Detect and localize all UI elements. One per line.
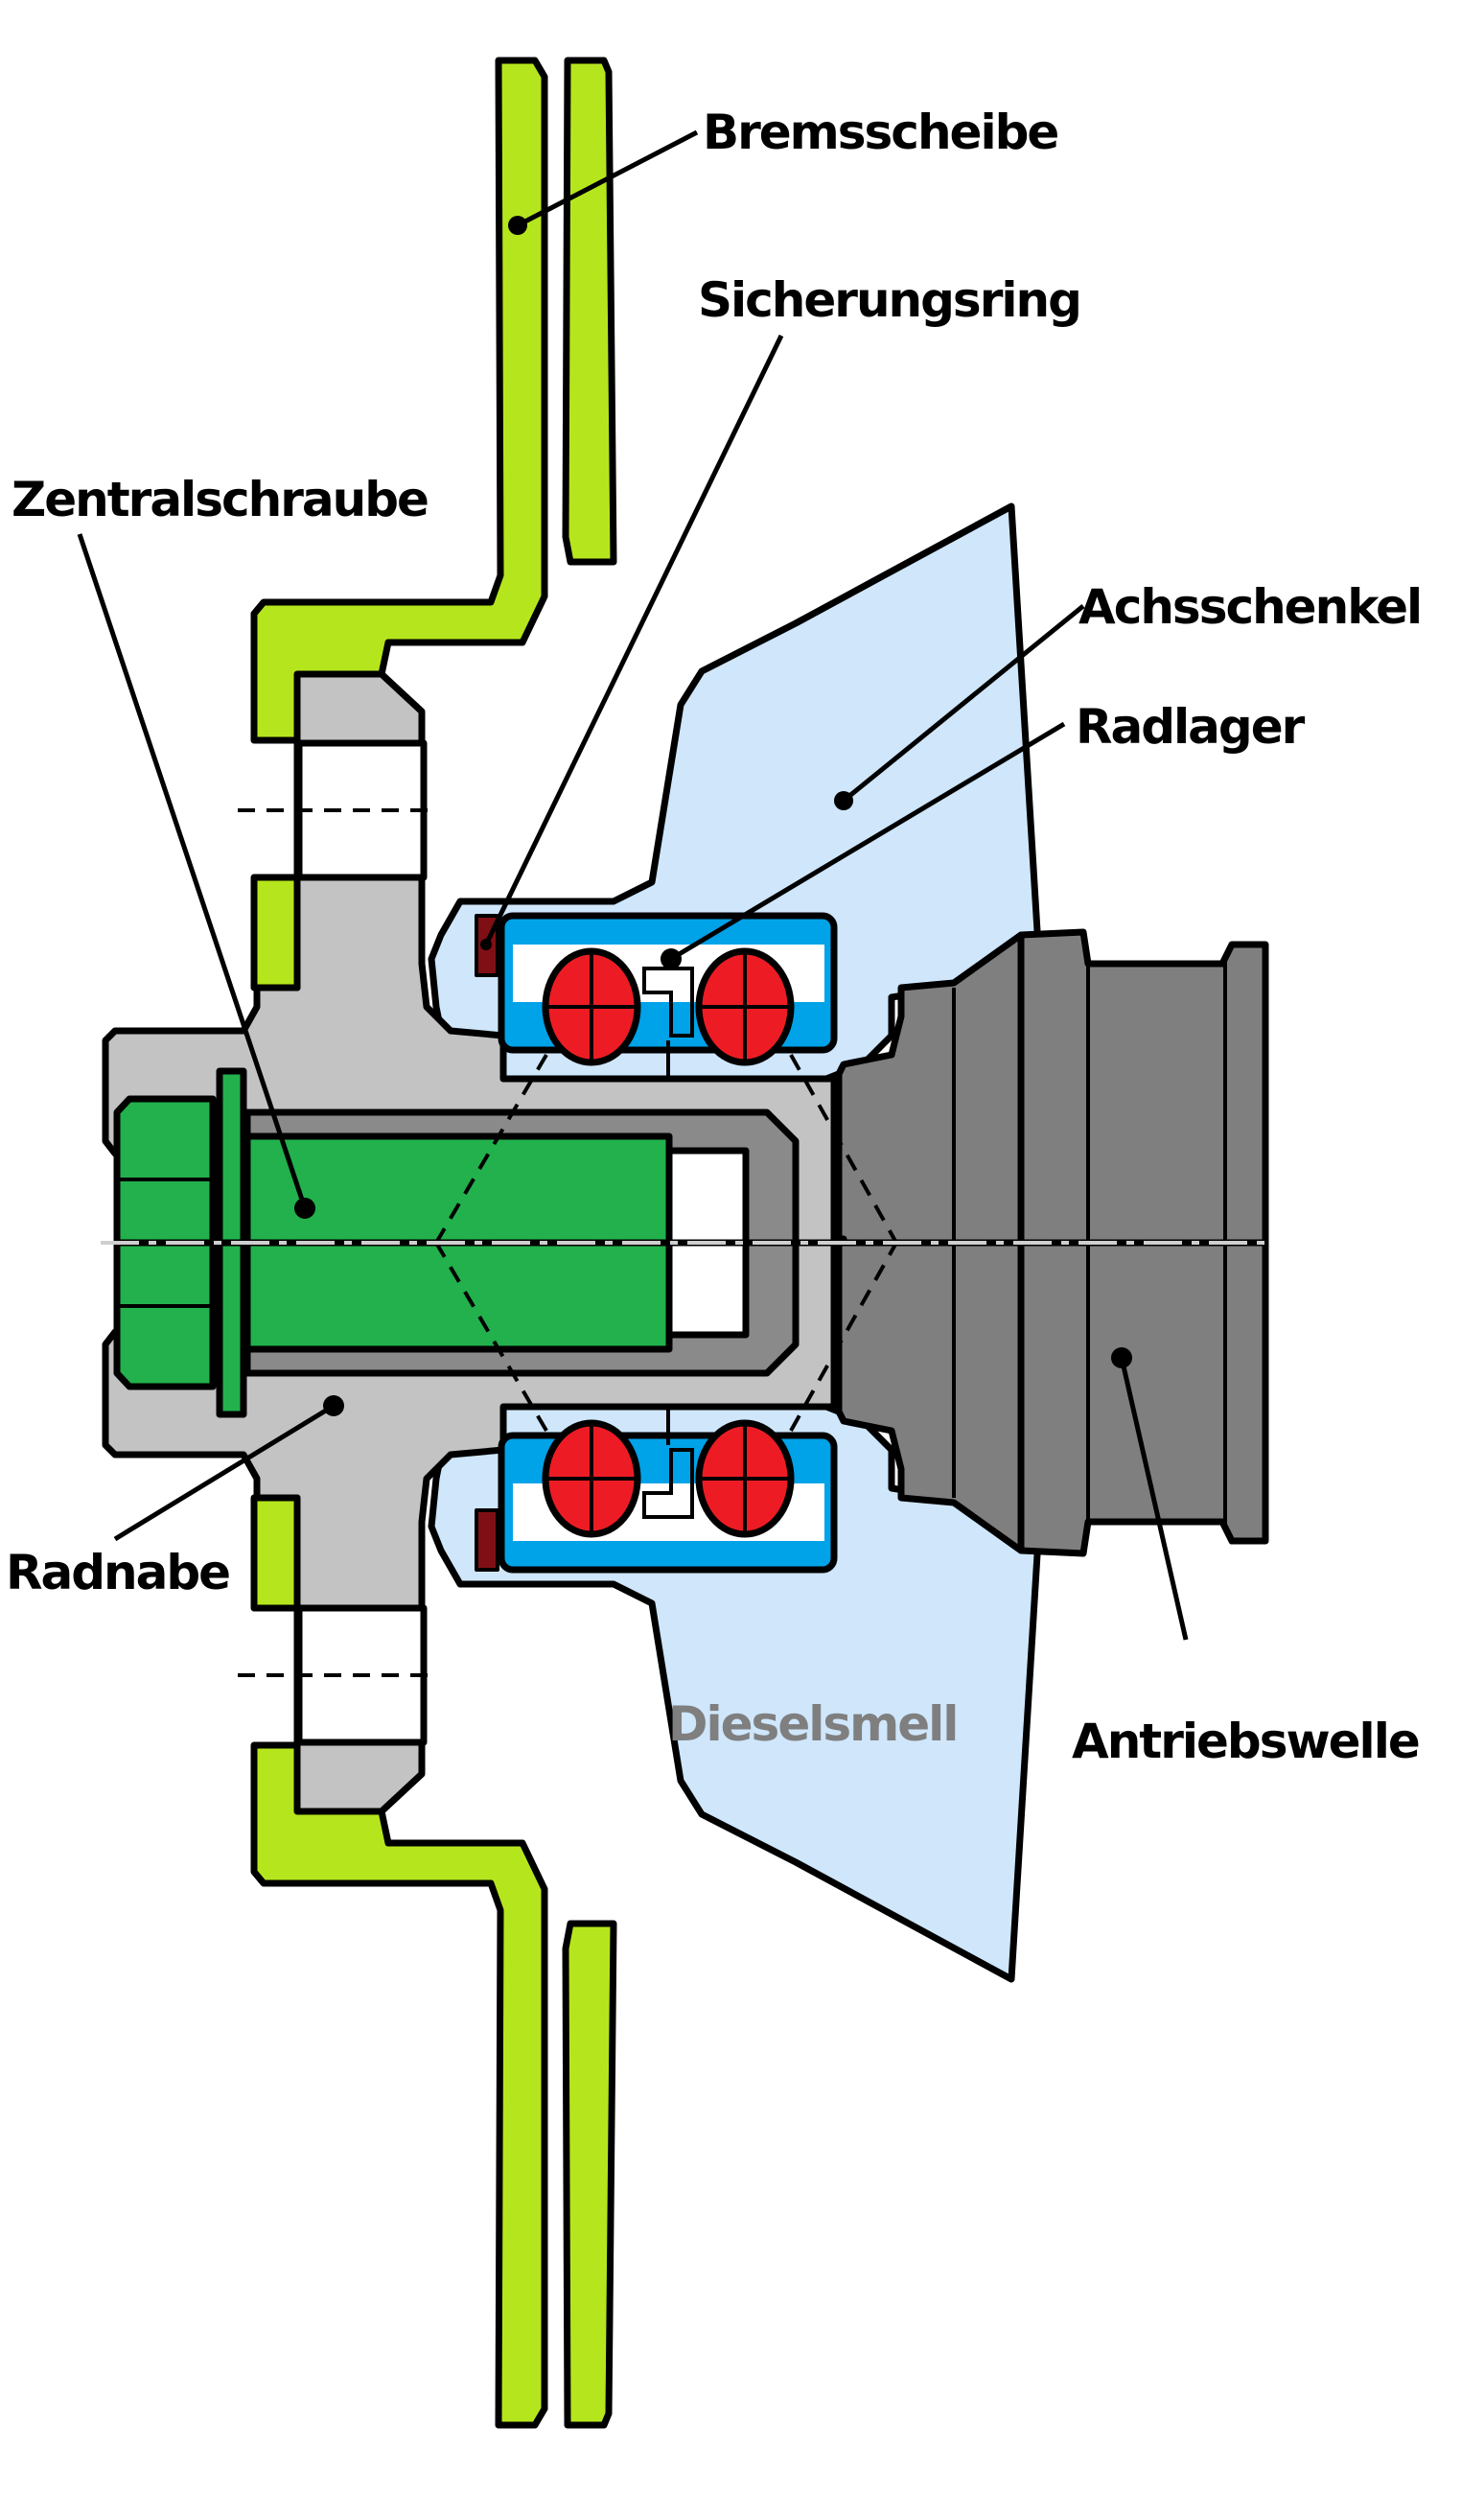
label-radnabe: Radnabe xyxy=(6,1545,229,1600)
label-antriebswelle: Antriebswelle xyxy=(1072,1714,1419,1769)
leader-bremsscheibe xyxy=(508,129,699,235)
leader-achsschenkel xyxy=(834,604,1085,810)
leader-sicherungsring xyxy=(480,334,784,950)
lower-half xyxy=(105,1239,1265,2425)
label-zentralschraube: Zentralschraube xyxy=(12,472,428,527)
label-achsschenkel: Achsschenkel xyxy=(1078,579,1421,635)
label-sicherungsring: Sicherungsring xyxy=(698,272,1080,328)
label-watermark: Dieselsmell xyxy=(668,1696,957,1752)
leader-zentralschraube xyxy=(77,533,315,1219)
upper-half xyxy=(105,60,1265,1247)
label-bremsscheibe: Bremsscheibe xyxy=(703,105,1057,160)
label-radlager: Radlager xyxy=(1076,699,1306,755)
leader-radnabe xyxy=(113,1395,344,1542)
leader-radlager xyxy=(661,721,1066,969)
leader-antriebswelle xyxy=(1111,1347,1189,1641)
